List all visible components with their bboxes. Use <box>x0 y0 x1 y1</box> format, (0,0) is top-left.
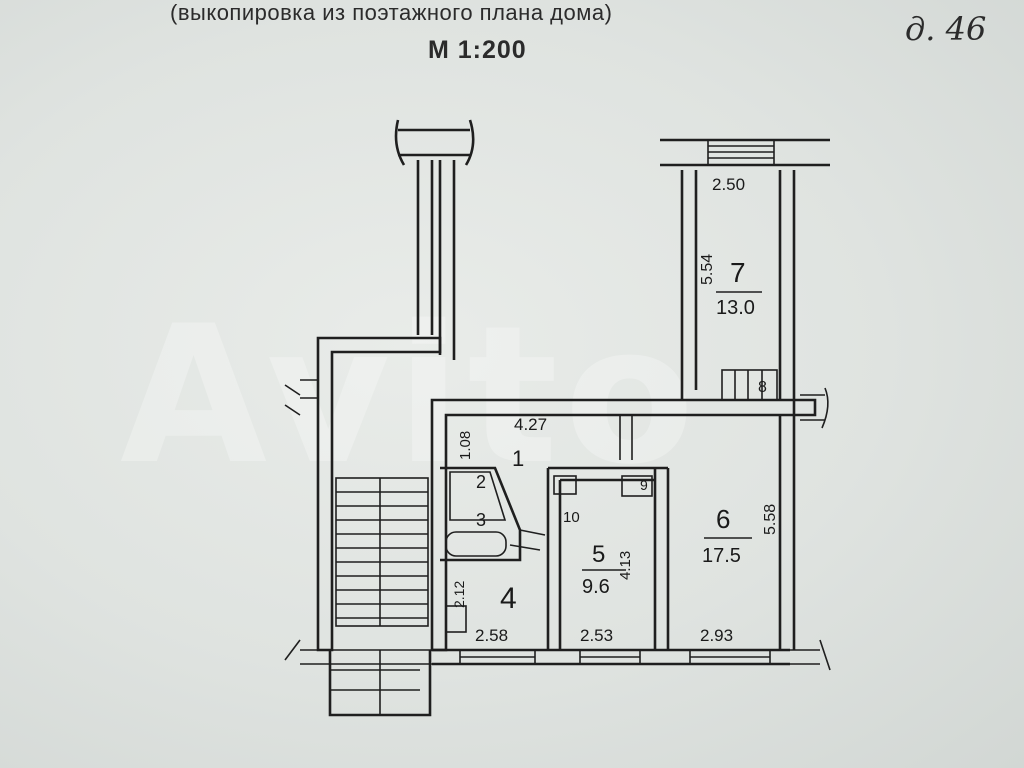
dim-room6-length: 5.58 <box>762 504 779 535</box>
room-3-number: 3 <box>476 510 486 530</box>
dim-corridor-width: 1.08 <box>457 431 474 460</box>
room-1-number: 1 <box>512 446 524 471</box>
dim-room7-width: 2.50 <box>712 175 745 194</box>
room-7-walls <box>660 138 830 429</box>
dim-room5-length: 4.13 <box>617 551 634 580</box>
room-8-number: 8 <box>758 379 767 396</box>
plan-subtitle: (выкопировка из поэтажного плана дома) <box>170 0 613 25</box>
room-6-area: 17.5 <box>702 545 741 567</box>
dim-room4-width: 2.58 <box>475 626 508 645</box>
dim-room4-height: 2.12 <box>451 581 467 608</box>
room-10-number: 10 <box>563 509 580 526</box>
dim-room6-width: 2.93 <box>700 626 733 645</box>
room-5-area: 9.6 <box>582 576 610 598</box>
stairwell <box>284 336 442 717</box>
room-6-number: 6 <box>716 504 730 534</box>
apartment-walls <box>284 398 831 671</box>
room-7-area: 13.0 <box>716 297 755 319</box>
room-9-number: 9 <box>640 477 648 493</box>
ventilation-shaft <box>394 119 475 360</box>
room-7-number: 7 <box>730 257 746 288</box>
room-5-number: 5 <box>592 541 605 568</box>
dim-room7-length: 5.54 <box>699 254 716 285</box>
room-2-number: 2 <box>476 472 486 492</box>
interior-partitions <box>440 415 670 650</box>
dim-room5-width: 2.53 <box>580 626 613 645</box>
plan-scale: М 1:200 <box>428 36 527 64</box>
room-4-number: 4 <box>500 582 517 615</box>
house-number-note: д. 46 <box>905 10 987 48</box>
dim-corridor-length: 4.27 <box>514 415 547 434</box>
